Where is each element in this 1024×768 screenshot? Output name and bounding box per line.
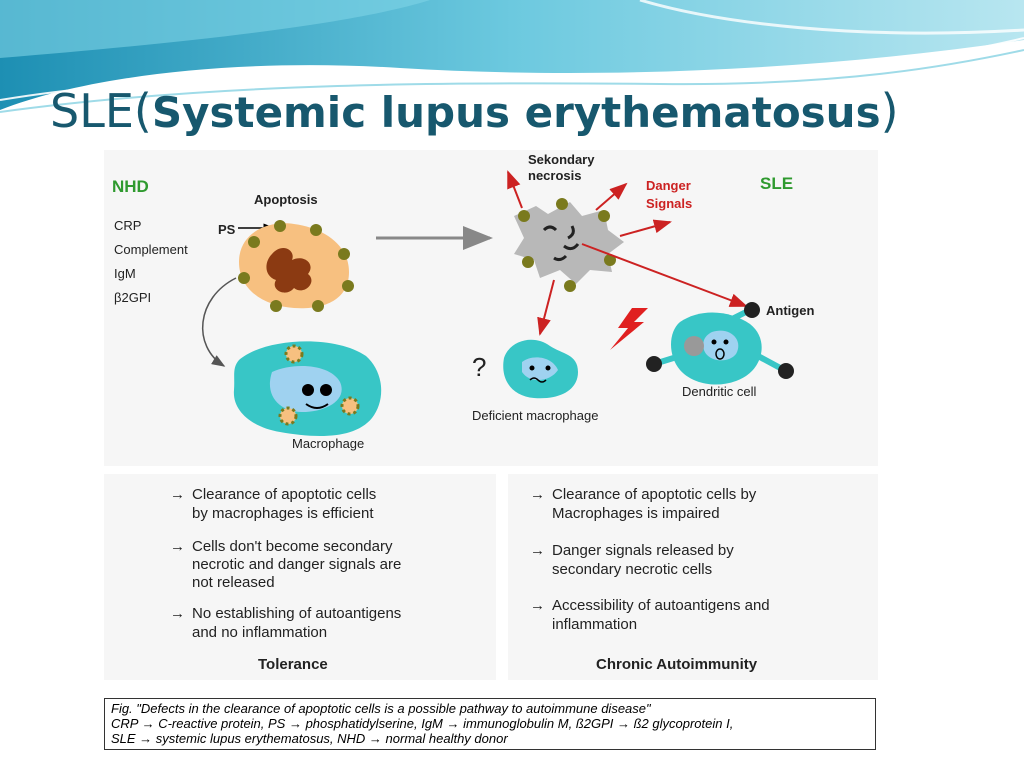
slide-title: SLE(Systemic lupus erythematosus) [50, 84, 899, 138]
factor-b2gpi: β2GPI [114, 290, 151, 305]
deficient-macrophage-cell [503, 339, 578, 399]
dendritic-cell-label: Dendritic cell [682, 384, 757, 399]
factor-crp: CRP [114, 218, 141, 233]
chronic-autoimmunity-outcome: Chronic Autoimmunity [596, 656, 758, 673]
sle-bullet-3-line1: Accessibility of autoantigens and [552, 597, 770, 614]
red-arrow-signals [619, 219, 672, 237]
red-arrow-deficient [537, 279, 555, 336]
caption-line-1: Fig. "Defects in the clearance of apopto… [111, 701, 651, 716]
sle-bullet-1-line2: Macrophages is impaired [552, 505, 720, 522]
sle-bullet-arrow: → [530, 542, 545, 559]
nhd-bullet-arrow: → [170, 538, 185, 555]
lightning-bolt-icon [610, 308, 648, 350]
figure-caption: Fig. "Defects in the clearance of apopto… [104, 698, 876, 750]
nhd-bullet-arrow: → [170, 605, 185, 622]
necrotic-cell [514, 198, 624, 292]
apoptosis-label: Apoptosis [254, 192, 318, 207]
nhd-bullet-2-line2: necrotic and danger signals are [192, 556, 401, 573]
clearance-pathway-figure: NHD SLE CRP Complement IgM β2GPI Apoptos… [104, 150, 878, 680]
nhd-bullet-2-line3: not released [192, 574, 275, 591]
title-full-name: Systemic lupus erythematosus [151, 88, 881, 137]
sle-bullet-2-line1: Danger signals released by [552, 542, 734, 559]
title-open-paren: ( [133, 84, 152, 138]
nhd-bullet-1-line2: by macrophages is efficient [192, 505, 374, 522]
sle-bullet-arrow: → [530, 597, 545, 614]
sle-heading: SLE [760, 174, 793, 193]
header-wave-decoration [0, 0, 1024, 113]
antigen-label: Antigen [766, 303, 814, 318]
tolerance-outcome: Tolerance [258, 656, 328, 673]
macrophage-label: Macrophage [292, 436, 364, 451]
sle-bullet-list: → Clearance of apoptotic cells by Macrop… [530, 486, 770, 633]
danger-signals-line2: Signals [646, 196, 692, 211]
sle-text-panel [508, 474, 878, 680]
necrosis-label-line1: Sekondary [528, 152, 595, 167]
ps-label: PS [218, 222, 236, 237]
apoptotic-cell [238, 220, 354, 312]
red-arrow-antigen [581, 243, 748, 307]
nhd-bullet-3-line1: No establishing of autoantigens [192, 605, 401, 622]
title-close-paren: ) [880, 84, 899, 138]
title-abbreviation: SLE [50, 84, 134, 138]
necrosis-label-line2: necrosis [528, 168, 581, 183]
nhd-bullet-arrow: → [170, 486, 185, 503]
nhd-bullet-2-line1: Cells don't become secondary [192, 538, 393, 555]
macrophage-cell [233, 341, 382, 437]
red-arrow-necrosis [507, 170, 523, 209]
nhd-text-panel [104, 474, 496, 680]
nhd-bullet-list: → Clearance of apoptotic cells by macrop… [170, 486, 401, 641]
dendritic-cell [646, 302, 794, 385]
caption-line-3: SLE → systemic lupus erythematosus, NHD … [111, 731, 508, 746]
nhd-bullet-3-line2: and no inflammation [192, 624, 327, 641]
sle-bullet-arrow: → [530, 486, 545, 503]
nhd-heading: NHD [112, 177, 149, 196]
nhd-bullet-1-line1: Clearance of apoptotic cells [192, 486, 376, 503]
sle-bullet-2-line2: secondary necrotic cells [552, 561, 712, 578]
red-arrow-danger [595, 182, 628, 211]
sle-bullet-3-line2: inflammation [552, 616, 637, 633]
deficient-macrophage-label: Deficient macrophage [472, 408, 598, 423]
question-mark: ? [472, 352, 486, 382]
danger-signals-line1: Danger [646, 178, 691, 193]
engulfment-arrow [202, 277, 237, 367]
factor-complement: Complement [114, 242, 188, 257]
caption-line-2: CRP → C-reactive protein, PS → phosphati… [111, 716, 734, 731]
sle-bullet-1-line1: Clearance of apoptotic cells by [552, 486, 757, 503]
factor-igm: IgM [114, 266, 136, 281]
